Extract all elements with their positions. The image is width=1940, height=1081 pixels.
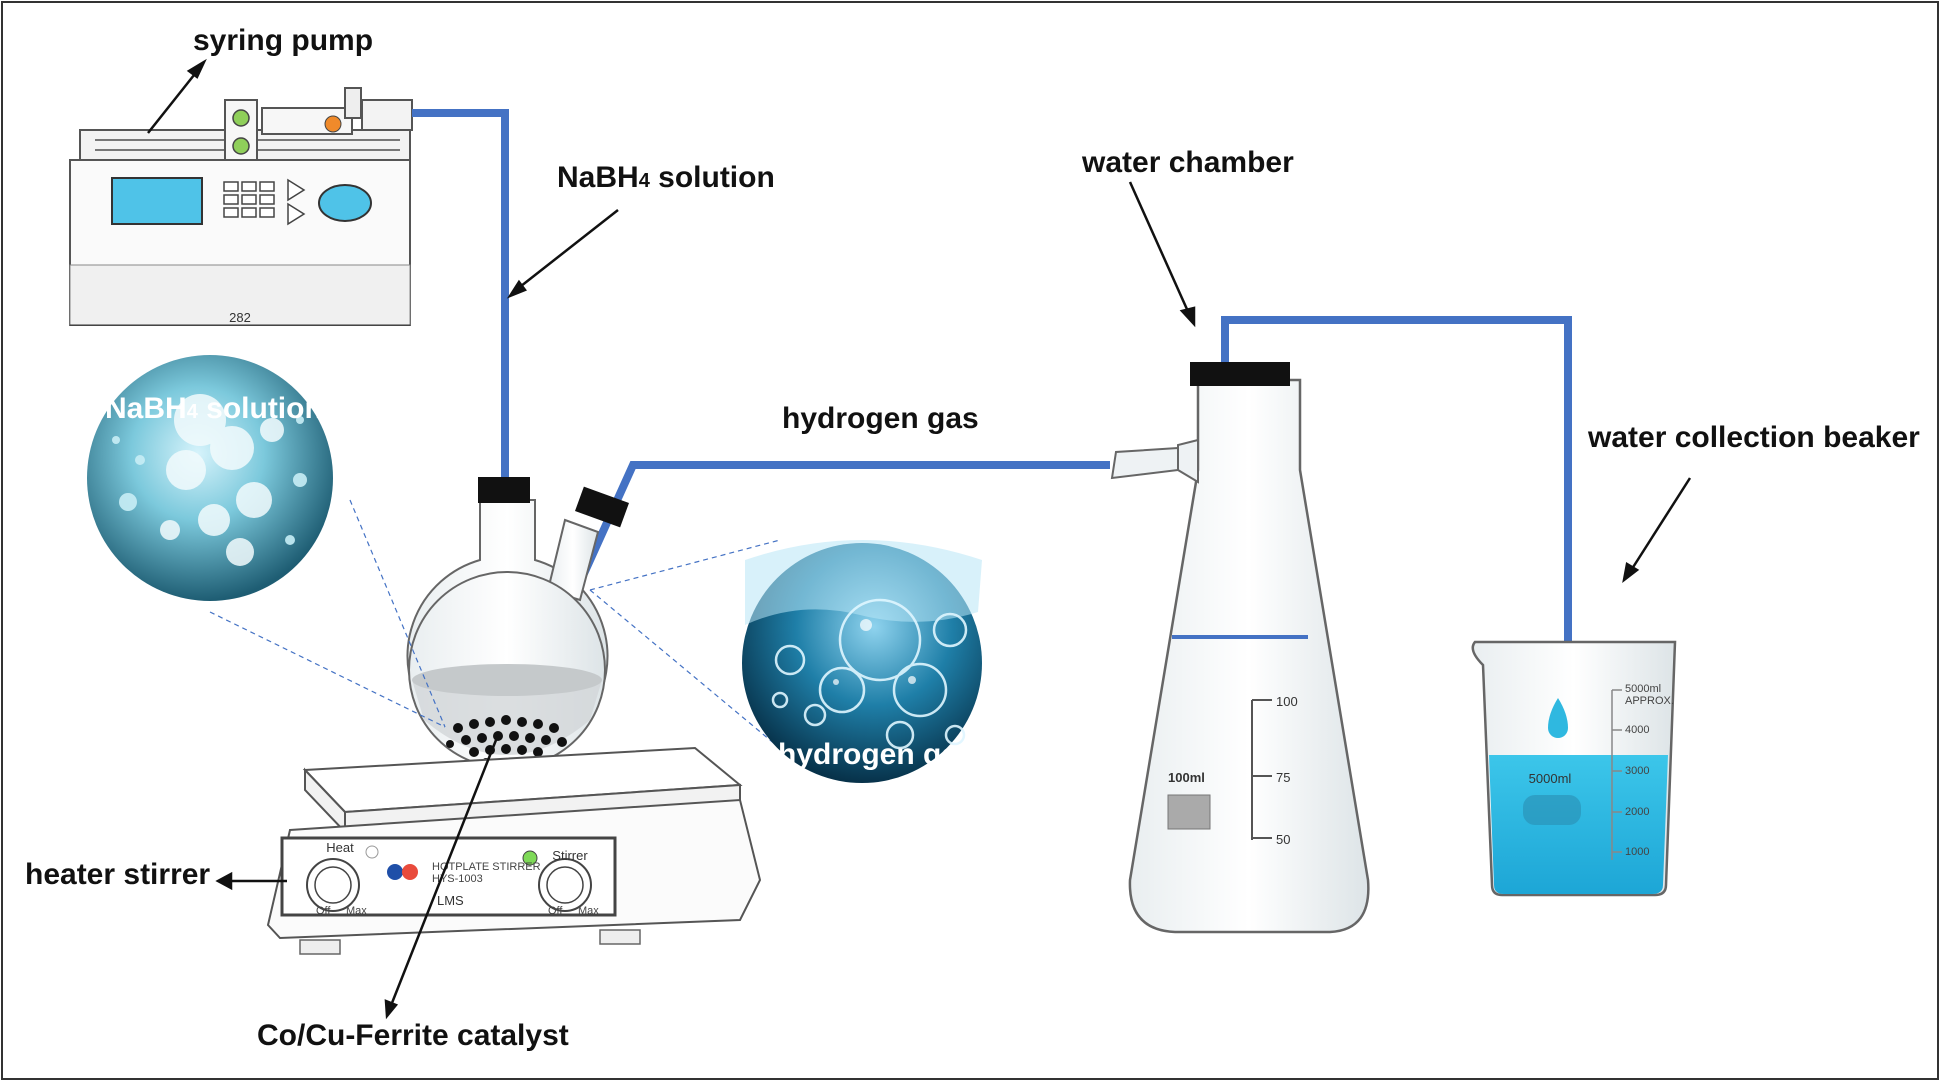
beaker-grad-2000: 2000	[1625, 806, 1649, 818]
hotplate-maker: LMS	[437, 893, 464, 908]
flask-stopper	[1190, 362, 1290, 386]
nabh4-bubble-label: NaBH4 solution	[105, 392, 323, 425]
zoom-callouts	[209, 499, 789, 756]
annotation-arrows	[147, 58, 1692, 1020]
stirrer-knob-max: Max	[578, 905, 599, 917]
beaker-grad-3000: 3000	[1625, 765, 1649, 777]
hotplate-model-line2: HYS-1003	[432, 873, 483, 885]
beaker-top-mark: 5000ml	[1625, 683, 1661, 695]
erlenmeyer-flask: 100ml 100 75 50	[1110, 362, 1370, 934]
heater-stirrer-label: heater stirrer	[25, 858, 210, 891]
collection-beaker: 5000ml 5000ml APPROX. 4000 3000 2000 100…	[1471, 640, 1677, 897]
flask-grad-100: 100	[1276, 694, 1298, 709]
flask-grad-75: 75	[1276, 770, 1290, 785]
beaker-water	[1489, 755, 1668, 894]
heat-knob-max: Max	[346, 905, 367, 917]
pump-dimension-label: 282	[229, 310, 251, 325]
flask-grad-50: 50	[1276, 832, 1290, 847]
flask-volume-label: 100ml	[1168, 770, 1205, 785]
hydrogen-bubble-label: hydrogen gas	[778, 738, 975, 771]
labels: syring pump NaBH4 solution water chamber…	[25, 24, 1920, 1052]
syringe-pump: 282	[69, 87, 413, 326]
hydrogen-gas-label: hydrogen gas	[782, 402, 979, 435]
beaker-grad-4000: 4000	[1625, 724, 1649, 736]
beaker-volume-label: 5000ml	[1529, 771, 1572, 786]
beaker-grad-1000: 1000	[1625, 846, 1649, 858]
water-collection-beaker-label: water collection beaker	[1587, 421, 1920, 454]
heat-knob-off: Off	[316, 905, 331, 917]
water-chamber-label: water chamber	[1081, 146, 1294, 179]
flask-stopper-side	[575, 486, 629, 528]
heat-knob-label: Heat	[326, 840, 354, 855]
water-drop-icon	[1548, 698, 1568, 738]
catalyst-label: Co/Cu-Ferrite catalyst	[257, 1019, 569, 1052]
syringe-pump-label: syring pump	[193, 24, 373, 57]
nabh4-solution-label: NaBH4 solution	[557, 161, 775, 194]
nabh4-zoom-bubble	[87, 355, 333, 601]
nabh4-feed-tube	[412, 109, 509, 570]
beaker-approx: APPROX.	[1625, 695, 1674, 707]
hotplate-model-line1: HOTPLATE STIRRER	[432, 861, 541, 873]
flask-stopper-center	[478, 477, 530, 503]
stirrer-knob-label: Stirrer	[552, 848, 588, 863]
hydrogen-zoom-bubble	[742, 540, 982, 783]
catalyst-particles	[446, 715, 567, 766]
hydrogen-gas-tube	[578, 461, 1110, 580]
stirrer-knob-off: Off	[548, 905, 563, 917]
hotplate-stirrer: Heat Stirrer HOTPLATE STIRRER HYS-1003 L…	[266, 746, 762, 955]
three-neck-flask	[406, 477, 629, 769]
